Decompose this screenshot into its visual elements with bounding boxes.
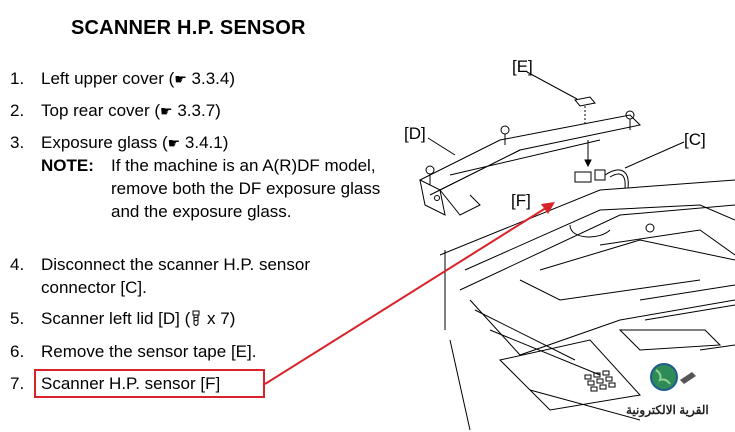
hp-sensor xyxy=(574,171,592,183)
callout-e: [E] xyxy=(512,57,533,76)
step-text: Left upper cover ( xyxy=(41,69,175,88)
step-ref: 3.3.4) xyxy=(191,69,236,88)
page-title: SCANNER H.P. SENSOR xyxy=(71,17,306,39)
step-text: Scanner H.P. sensor [F] xyxy=(41,374,221,393)
scanner-left-lid xyxy=(418,114,642,191)
callout-f: [F] xyxy=(511,191,531,210)
step-number: 6. xyxy=(10,342,25,361)
step-text-line1: Disconnect the scanner H.P. sensor xyxy=(41,255,310,274)
scanner-frame xyxy=(439,179,735,291)
step-number: 4. xyxy=(10,255,25,274)
step-text: Top rear cover ( xyxy=(41,101,161,120)
sensor-connector xyxy=(594,169,606,181)
step-ref: 3.3.7) xyxy=(177,101,221,120)
highlight-arrow xyxy=(264,205,550,385)
watermark-text: القرية الالكترونية xyxy=(626,403,709,417)
lid-edge xyxy=(439,189,481,216)
step-7-highlight-box xyxy=(34,369,265,398)
step-ref: 3.4.1) xyxy=(184,133,229,152)
callout-d: [D] xyxy=(404,124,426,143)
step-text: Remove the sensor tape [E]. xyxy=(41,342,257,361)
scanner-panel xyxy=(618,329,722,351)
keypad xyxy=(584,370,616,392)
step-ref: x 7) xyxy=(207,309,236,328)
arrowhead xyxy=(541,202,555,214)
watermark-logo xyxy=(650,363,696,391)
control-panel xyxy=(499,339,641,411)
note-label: NOTE: xyxy=(41,156,94,175)
step-number: 7. xyxy=(10,374,25,393)
step-text: Scanner left lid [D] ( xyxy=(41,309,191,328)
step-number: 2. xyxy=(10,101,25,120)
screw-icon xyxy=(425,165,435,175)
step-number: 5. xyxy=(10,309,25,328)
note-text: If the machine is an A(R)DF model, remov… xyxy=(111,156,381,221)
step-number: 1. xyxy=(10,69,25,88)
callout-c: [C] xyxy=(684,130,706,149)
pointing-hand-icon: ☛ xyxy=(160,103,173,119)
step-number: 3. xyxy=(10,133,25,152)
pointing-hand-icon: ☛ xyxy=(167,135,181,151)
screw-icon xyxy=(500,125,510,135)
sensor-tape xyxy=(574,96,596,107)
pointing-hand-icon: ☛ xyxy=(174,71,187,87)
step-text-line2: connector [C]. xyxy=(41,278,147,297)
step-text: Exposure glass ( xyxy=(41,133,168,152)
